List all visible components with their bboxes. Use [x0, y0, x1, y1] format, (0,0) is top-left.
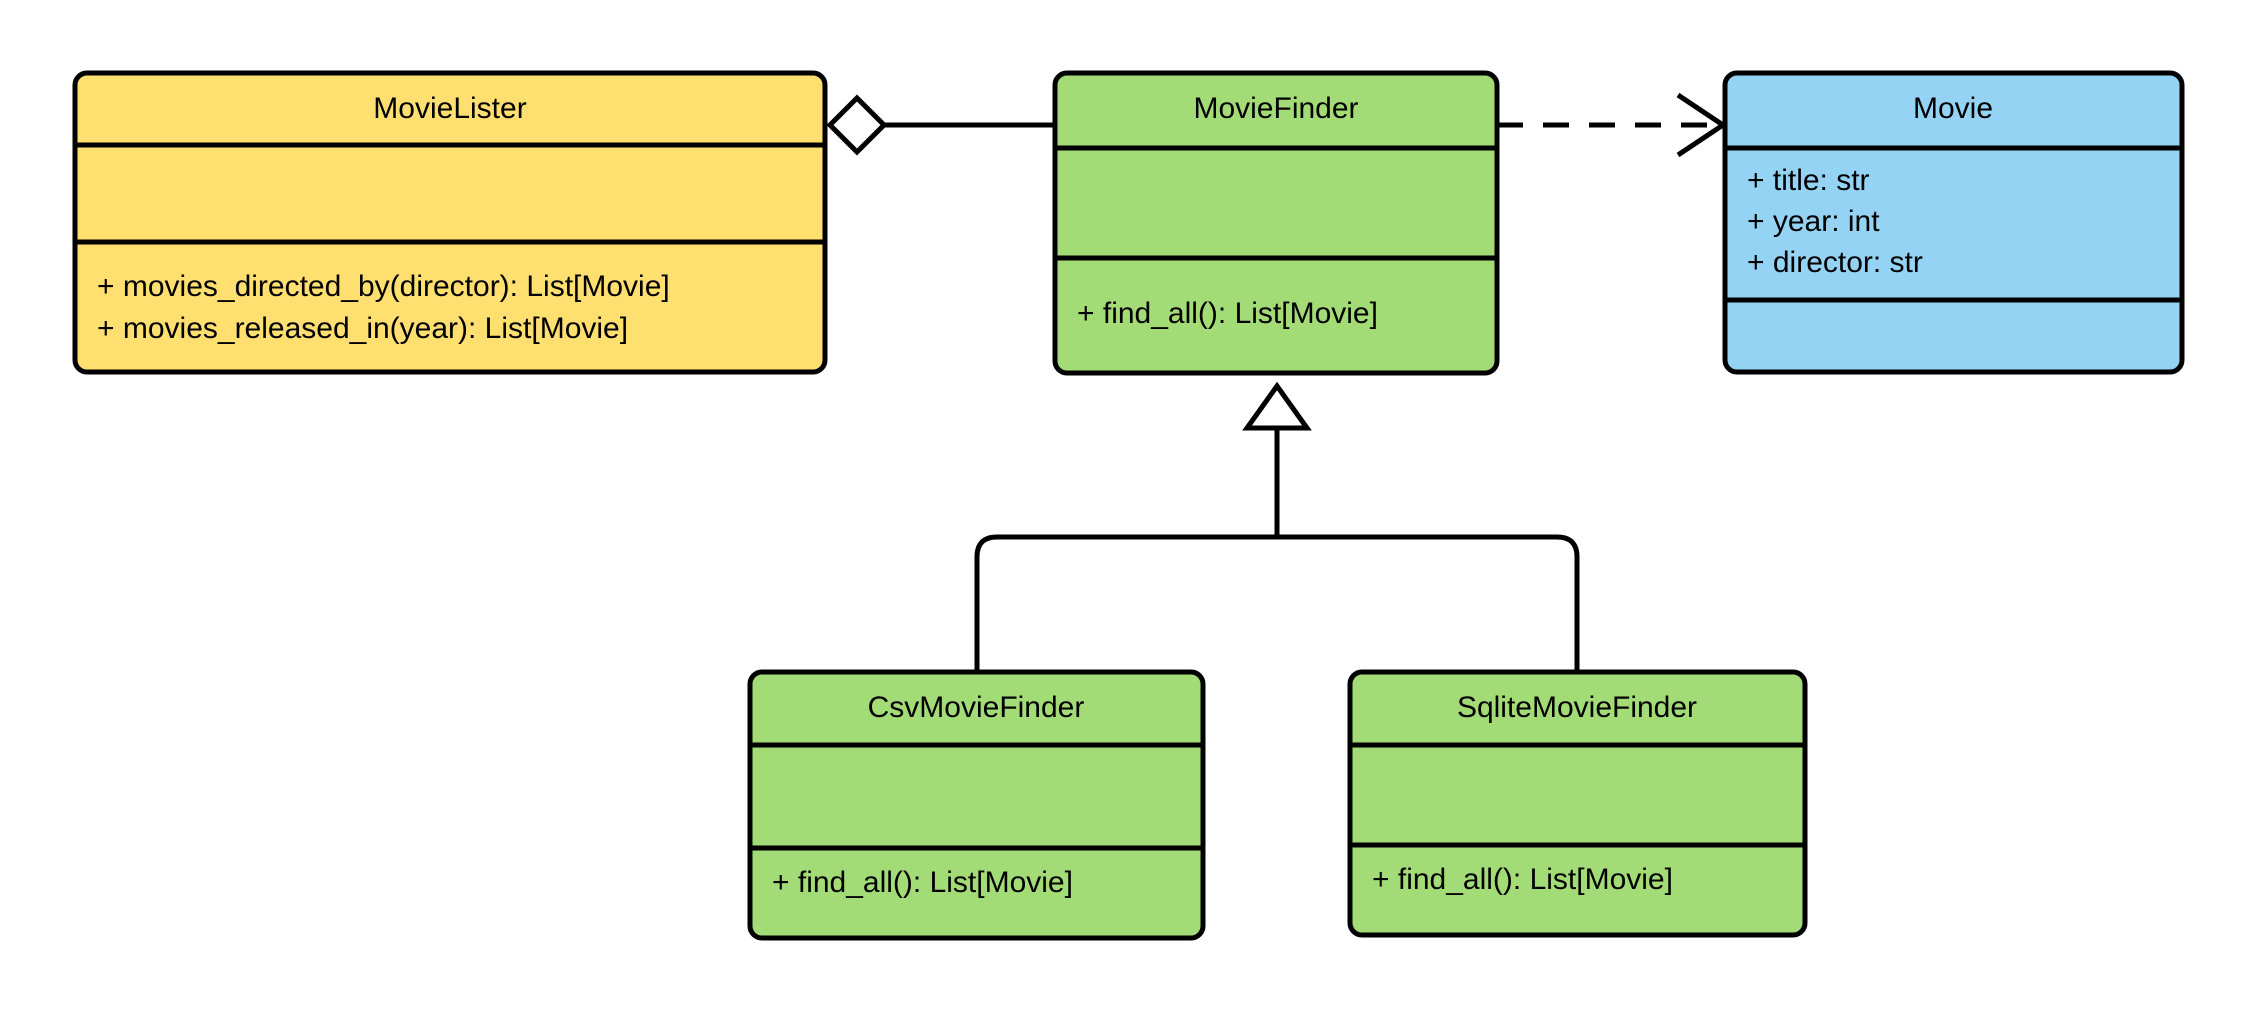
hollow-diamond-icon — [826, 94, 888, 156]
class-box-movie-finder[interactable]: MovieFinder + find_all(): List[Movie] — [1052, 70, 1500, 376]
movie-lister-method-1: + movies_released_in(year): List[Movie] — [97, 312, 628, 345]
sqlite-movie-finder-method-0: + find_all(): List[Movie] — [1372, 863, 1673, 896]
movie-lister-method-0: + movies_directed_by(director): List[Mov… — [97, 270, 670, 303]
movie-finder-title: MovieFinder — [1193, 92, 1358, 125]
generalization-bus — [974, 534, 1580, 672]
movie-attribute-2: + director: str — [1747, 246, 1923, 279]
class-box-movie[interactable]: Movie + title: str + year: int + directo… — [1722, 70, 2185, 375]
class-box-csv-movie-finder[interactable]: CsvMovieFinder + find_all(): List[Movie] — [747, 669, 1206, 941]
sqlite-movie-finder-title: SqliteMovieFinder — [1457, 691, 1697, 724]
movie-finder-method-0: + find_all(): List[Movie] — [1077, 297, 1378, 330]
csv-movie-finder-title: CsvMovieFinder — [868, 691, 1085, 724]
class-box-sqlite-movie-finder[interactable]: SqliteMovieFinder + find_all(): List[Mov… — [1347, 669, 1808, 938]
csv-movie-finder-frame — [747, 669, 1206, 941]
class-box-movie-lister[interactable]: MovieLister + movies_directed_by(directo… — [72, 70, 828, 375]
movie-attribute-0: + title: str — [1747, 164, 1870, 197]
relationship-dependency-finder-movie[interactable] — [1497, 92, 1728, 158]
relationship-aggregation-lister-finder[interactable] — [826, 94, 1057, 156]
movie-title: Movie — [1913, 92, 1993, 125]
movie-lister-frame — [72, 70, 828, 375]
movie-lister-title: MovieLister — [373, 92, 526, 125]
sqlite-movie-finder-frame — [1347, 669, 1808, 938]
hollow-triangle-icon — [1242, 381, 1312, 431]
movie-attribute-1: + year: int — [1747, 205, 1880, 238]
csv-movie-finder-method-0: + find_all(): List[Movie] — [772, 866, 1073, 899]
relationship-generalization-tree[interactable] — [974, 381, 1580, 672]
